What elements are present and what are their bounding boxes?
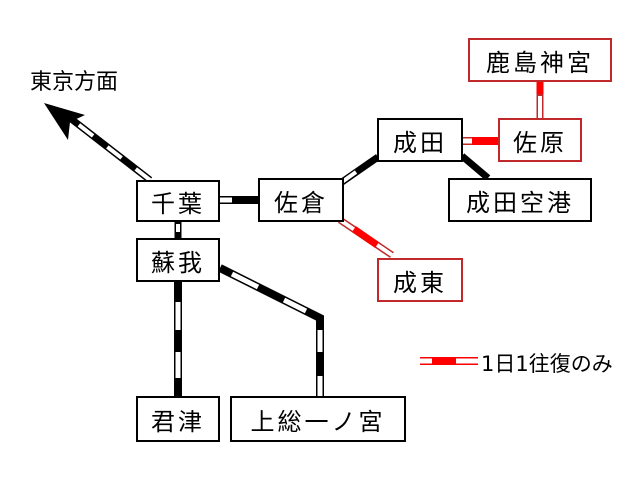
line-sakura-narita [340, 154, 380, 185]
line-chiba-tokyo [67, 115, 153, 183]
station-narita[interactable]: 成田 [377, 118, 463, 162]
station-sawara[interactable]: 佐原 [498, 118, 582, 162]
legend-label: 1日1往復のみ [481, 352, 613, 376]
direction-label-tokyo: 東京方面 [30, 70, 119, 95]
station-kimitsu[interactable]: 君津 [136, 396, 220, 442]
station-narita-airport[interactable]: 成田空港 [448, 178, 592, 222]
station-kazusa-ichinomiya[interactable]: 上総一ノ宮 [230, 396, 406, 442]
line-soga-kazusaichinomiya [218, 264, 324, 397]
station-chiba[interactable]: 千葉 [136, 180, 220, 222]
station-kashimajingu[interactable]: 鹿島神宮 [468, 38, 612, 82]
station-naruto[interactable]: 成東 [377, 258, 463, 302]
arrow-head-icon [44, 103, 85, 140]
station-sakura[interactable]: 佐倉 [258, 178, 344, 222]
station-soga[interactable]: 蘇我 [136, 238, 220, 282]
line-narita-airport [459, 153, 491, 181]
line-sakura-naruto [338, 217, 394, 258]
